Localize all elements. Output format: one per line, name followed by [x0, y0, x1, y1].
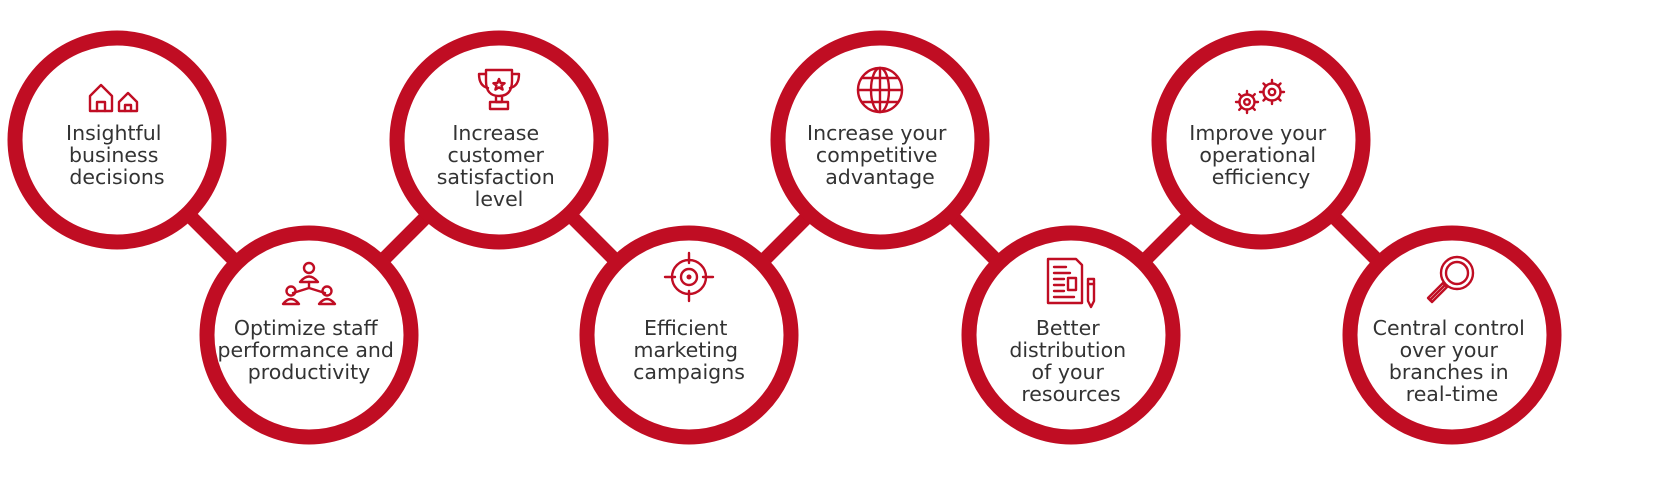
team-hierarchy-icon: [281, 261, 337, 306]
node-label: Efficient marketing campaigns: [633, 316, 745, 384]
node-increase-competitive-advantage: Increase your competitive advantage: [770, 30, 990, 250]
connector-2-3: [380, 212, 431, 263]
node-circle: [389, 30, 609, 250]
globe-icon: [856, 66, 904, 114]
node-label: Improve your operational efficiency: [1189, 121, 1332, 189]
connectors: [186, 212, 1380, 263]
node-central-control-over-branches: Central control over your branches in re…: [1342, 225, 1562, 445]
connector-1-2: [186, 212, 237, 263]
node-label: Better distribution of your resources: [1009, 316, 1132, 406]
node-increase-customer-satisfaction: Increase customer satisfaction level: [389, 30, 609, 250]
node-circle: [7, 30, 227, 250]
gears-icon: [1234, 78, 1286, 115]
houses-icon: [88, 83, 139, 113]
connector-7-8: [1329, 212, 1380, 263]
document-pencil-icon: [1046, 257, 1096, 309]
node-circle: [199, 225, 419, 445]
node-label: Optimize staff performance and productiv…: [218, 316, 401, 384]
connector-5-6: [948, 212, 999, 263]
connector-4-5: [761, 212, 812, 263]
node-insightful-business-decisions: Insightful business decisions: [7, 30, 227, 250]
target-icon: [663, 251, 715, 303]
node-circle: [579, 225, 799, 445]
trophy-icon: [477, 68, 521, 111]
connector-3-4: [567, 212, 618, 263]
node-better-distribution-of-resources: Better distribution of your resources: [961, 225, 1181, 445]
magnifier-icon: [1426, 255, 1475, 304]
node-circle: [1151, 30, 1371, 250]
connector-6-7: [1142, 212, 1193, 263]
node-circle: [1342, 225, 1562, 445]
node-label: Insightful business decisions: [66, 121, 168, 189]
node-efficient-marketing-campaigns: Efficient marketing campaigns: [579, 225, 799, 445]
node-label: Increase your competitive advantage: [807, 121, 953, 189]
node-improve-operational-efficiency: Improve your operational efficiency: [1151, 30, 1371, 250]
node-label: Increase customer satisfaction level: [437, 121, 562, 211]
node-label: Central control over your branches in re…: [1373, 316, 1532, 406]
node-circle: [961, 225, 1181, 445]
node-optimize-staff-performance: Optimize staff performance and productiv…: [199, 225, 419, 445]
node-circle: [770, 30, 990, 250]
